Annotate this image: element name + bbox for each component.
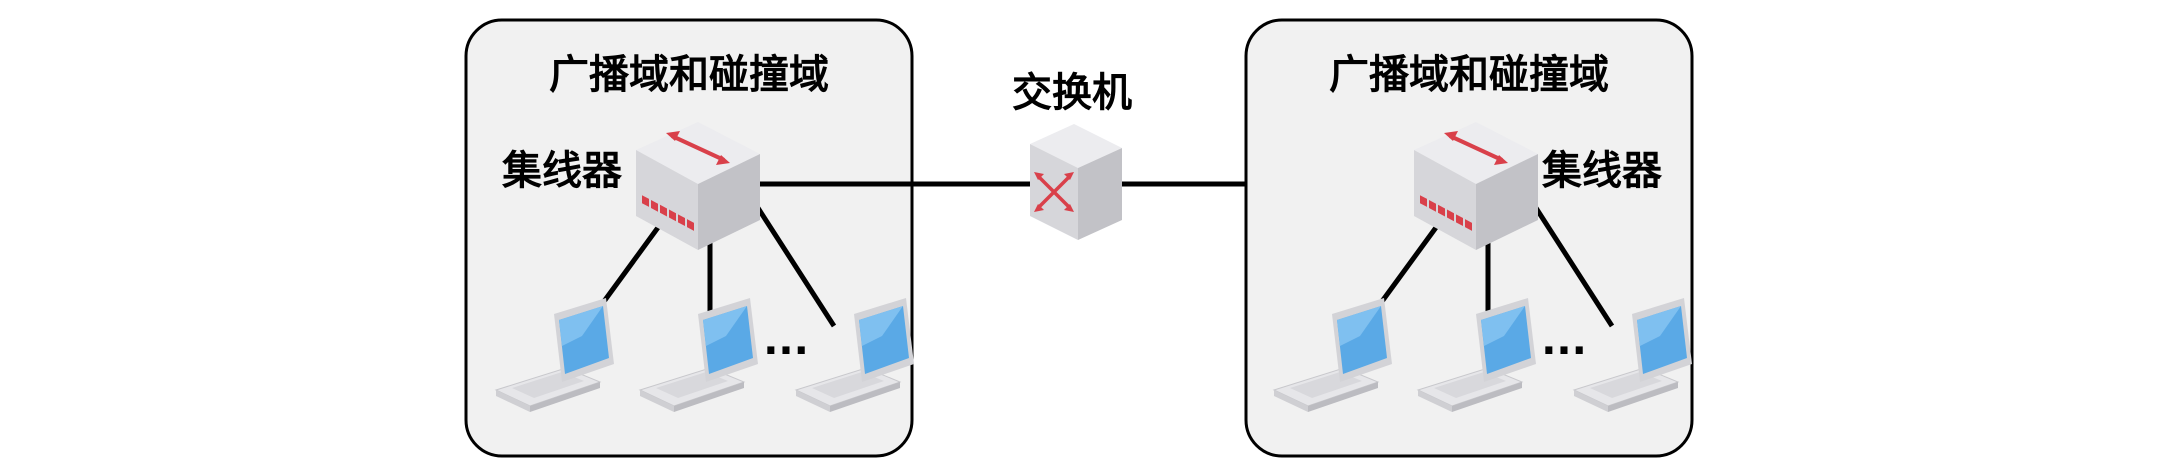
left-domain-title: 广播域和碰撞域 [549, 52, 829, 98]
right-more-ellipsis: ··· [1541, 328, 1587, 374]
left-link-laptop-3 [755, 206, 837, 328]
left-domain: 广播域和碰撞域 集线器 ··· [464, 18, 915, 458]
right-domain-title: 广播域和碰撞域 [1329, 52, 1609, 98]
right-domain: 广播域和碰撞域 集线器 ··· [1244, 18, 1694, 458]
left-more-ellipsis: ··· [763, 328, 809, 374]
switch-icon [1028, 122, 1124, 242]
right-hub-label: 集线器 [1541, 148, 1663, 194]
left-hub-label: 集线器 [501, 148, 623, 194]
switch-label: 交换机 [1012, 70, 1132, 116]
right-link-laptop-3 [1533, 206, 1615, 328]
